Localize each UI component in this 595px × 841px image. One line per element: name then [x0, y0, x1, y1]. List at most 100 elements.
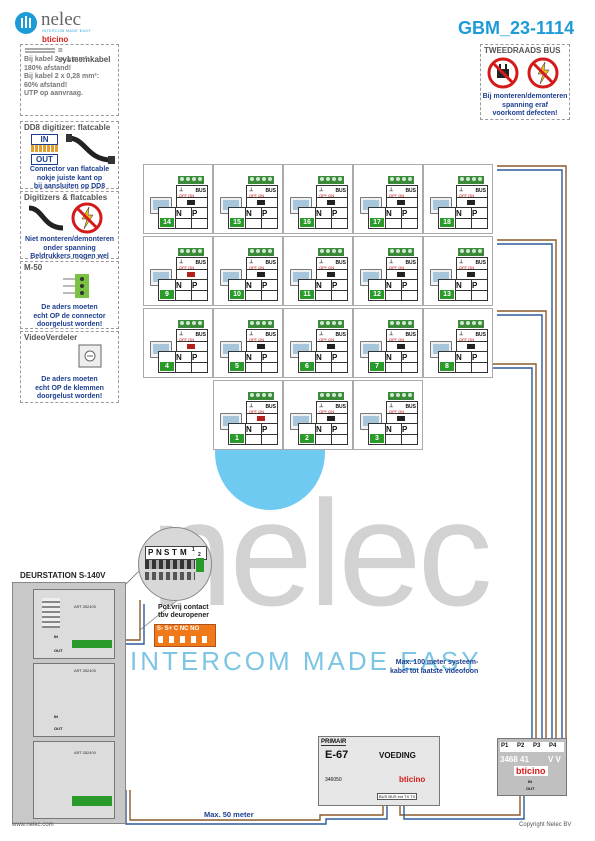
monitor-number: 10 — [230, 290, 244, 299]
n-label: N — [456, 281, 462, 290]
bus-connector: ⊥ BUS — [316, 257, 348, 270]
bus-symbol-icon: ⊥ — [319, 331, 324, 337]
monitor-unit: ⊥BUS OFF ON N P 14 — [143, 164, 213, 234]
monitor-unit: ⊥BUS OFF ON N P 6 — [283, 308, 353, 378]
np-block: N P 1 — [228, 423, 278, 445]
tweedraads-caption-line: voorkomt defecten! — [492, 110, 558, 117]
monitor-unit: ⊥BUS OFF ON N P 11 — [283, 236, 353, 306]
monitor-number: 3 — [370, 434, 384, 443]
contact-title-line: tbv deuropener — [158, 612, 209, 619]
zoom-terminal-green — [196, 558, 204, 572]
monitor-unit: ⊥BUS OFF ON N P 8 — [423, 308, 493, 378]
monitor-number: 9 — [160, 290, 174, 299]
n-label: N — [386, 425, 392, 434]
bus-connector: ⊥BUS — [246, 329, 278, 342]
verdeler-out-label: OUT — [526, 786, 535, 791]
systeemkabel-line: 60% afstand! — [24, 81, 68, 89]
module-in-label: IN — [54, 714, 58, 719]
np-block: N P 6 — [298, 351, 348, 373]
terminal-block — [388, 176, 414, 184]
np-block: N P 2 — [298, 423, 348, 445]
bus-symbol-icon: ⊥ — [319, 259, 324, 265]
voeding-code: 346050 — [325, 777, 342, 783]
module-in-label: IN — [54, 634, 58, 639]
zoom-label: 2 — [198, 552, 201, 558]
deurstation-panel: ART.352400 IN OUT ART.352400 IN OUT ART.… — [12, 582, 126, 824]
verdeler-ports: P1 P2 P3 P4 — [500, 742, 564, 752]
logo-mark-icon — [15, 12, 37, 34]
n-label: N — [176, 353, 182, 362]
dd8-caption-line: nokje juiste kant op — [36, 174, 103, 182]
monitor-unit: ⊥BUS OFF ON N P 3 — [353, 380, 423, 450]
monitor-number: 6 — [300, 362, 314, 371]
off-on-label: OFF ON — [319, 409, 335, 414]
monitor-number: 1 — [230, 434, 244, 443]
systeemkabel-line: Bij kabel 2 x 1 mm²: — [24, 56, 90, 63]
off-on-label: OFF ON — [319, 193, 335, 198]
n-label: N — [316, 353, 322, 362]
p-label: P — [262, 209, 268, 218]
deurstation-module: ART.352400 IN OUT — [33, 589, 115, 659]
n-label: N — [386, 209, 392, 218]
n-label: N — [176, 209, 182, 218]
bus-label: BUS — [195, 188, 206, 194]
n-label: N — [386, 353, 392, 362]
terminal-block — [178, 248, 204, 256]
terminal-block — [388, 320, 414, 328]
zoom-terminal-header: P N S T M 1 2 — [145, 546, 207, 560]
bus-symbol-icon: ⊥ — [459, 187, 464, 193]
monitor-unit: ⊥BUS OFF ON N P 2 — [283, 380, 353, 450]
tweedraads-caption-line: Bij monteren/demonteren — [482, 93, 568, 100]
module-out-label: OUT — [54, 648, 63, 653]
p-label: P — [262, 281, 268, 290]
note-systeemkabel: = systeemkabel Bij kabel 2 x 1 mm²: 180%… — [20, 44, 119, 116]
bus-label: BUS — [265, 260, 276, 266]
verdeler-port: P1 — [501, 743, 509, 749]
np-block: N P 3 — [368, 423, 418, 445]
dd8-caption-line: Connector van flatcable — [29, 166, 110, 173]
terminal-block — [388, 248, 414, 256]
deurstation-module: ART.352400 IN OUT — [33, 663, 115, 737]
bus-label: BUS — [335, 260, 346, 266]
nelec-logo: nelec INTERCOM MADE EASY bticino — [15, 9, 105, 44]
zoom-label: S — [164, 548, 170, 557]
videoverdeler-caption-line: echt OP de klemmen — [35, 384, 104, 392]
module-out-label: OUT — [54, 726, 63, 731]
logo-text: nelec — [41, 9, 82, 30]
bus-symbol-icon: ⊥ — [389, 259, 394, 265]
terminal-block — [318, 176, 344, 184]
np-block: N P 7 — [368, 351, 418, 373]
np-block: N P 14 — [158, 207, 208, 229]
digitizers-caption-line: onder spanning — [43, 244, 96, 252]
digitizers-caption-line: Niet monteren/demonteren — [24, 236, 115, 243]
m50-caption-line: doorgelust worden! — [36, 321, 103, 328]
off-on-label: OFF ON — [459, 193, 475, 198]
bus-symbol-icon: ⊥ — [459, 331, 464, 337]
off-on-label: OFF ON — [249, 265, 265, 270]
terminal-block — [178, 320, 204, 328]
bticino-logo: bticino — [42, 35, 69, 44]
note-dd8: DD8 digitizer: flatcable IN OUT Connecto… — [20, 121, 119, 190]
off-on-label: OFF ON — [179, 337, 195, 342]
np-block: N P 17 — [368, 207, 418, 229]
p-label: P — [402, 281, 408, 290]
systeemkabel-text: Bij kabel 2 x 1 mm²: 180% afstand! Bij k… — [21, 56, 102, 99]
dd8-title: DD8 digitizer: flatcable — [24, 123, 111, 132]
np-block: N P 10 — [228, 279, 278, 301]
zoom-label: N — [156, 548, 162, 557]
module-label: ART.352400 — [74, 604, 96, 609]
no-power-warning-icon — [527, 57, 559, 89]
contact-title: Pot.vrij contact tbv deuropener — [158, 604, 209, 620]
off-on-label: OFF ON — [389, 193, 405, 198]
note-videoverdeler: VideoVerdeler De aders moeten echt OP de… — [20, 331, 119, 403]
n-label: N — [316, 425, 322, 434]
bus-symbol-icon: ⊥ — [249, 331, 254, 337]
p-label: P — [332, 353, 338, 362]
bus-label: BUS — [475, 260, 486, 266]
monitor-number: 5 — [230, 362, 244, 371]
n-label: N — [176, 281, 182, 290]
monitor-grid: ⊥BUS OFF ON N P 14 ⊥BUS OFF ON N P 15 ⊥B… — [143, 164, 499, 450]
bus-label: BUS — [405, 332, 416, 338]
off-on-label: OFF ON — [459, 265, 475, 270]
contact-screws — [158, 636, 212, 643]
